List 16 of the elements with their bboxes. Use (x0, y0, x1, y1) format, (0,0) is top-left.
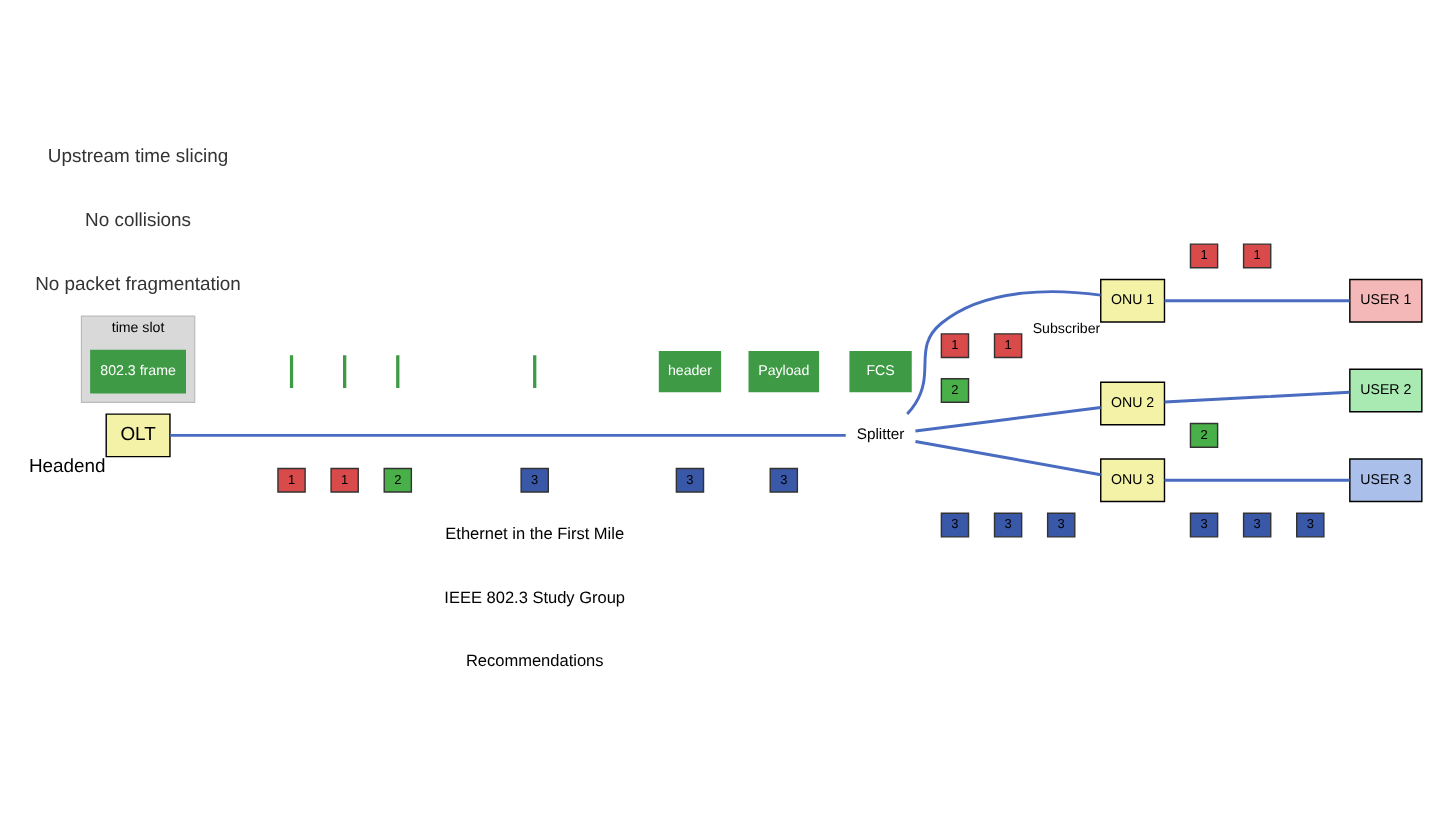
connector (169, 432, 845, 436)
node-label: Headend (27, 454, 105, 477)
connector (1163, 477, 1349, 481)
node-bar (530, 352, 537, 389)
connector (1163, 389, 1349, 403)
label: Upstream time slicing (46, 145, 228, 168)
connector (905, 289, 1100, 414)
node-box: OLT (104, 412, 170, 457)
node-bar (393, 352, 400, 389)
label: No packet fragmentation (34, 272, 240, 295)
connector (1163, 298, 1349, 302)
connector (914, 404, 1100, 432)
connector (914, 438, 1100, 476)
node-bar (287, 352, 294, 389)
label: No collisions (84, 209, 191, 232)
node-bar (340, 352, 347, 389)
